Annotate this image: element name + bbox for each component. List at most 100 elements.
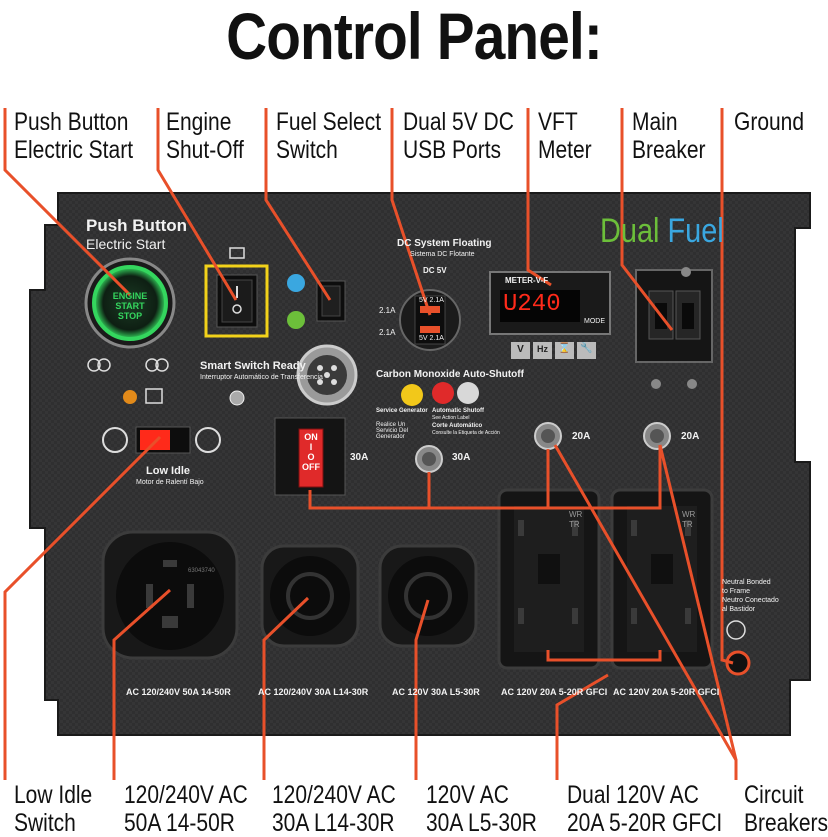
- smart-switch-connector: [296, 344, 358, 406]
- breaker-30a: [415, 445, 443, 473]
- breaker-20a-1: [534, 422, 562, 450]
- dual-fuel-logo: Dual Fuel: [600, 212, 724, 251]
- callout-l5-receptacle: 120V AC 30A L5-30R: [426, 781, 537, 837]
- gauge-icon-left: [102, 427, 128, 453]
- vft-meter: [489, 271, 611, 359]
- receptacle-50a-id: 63043740: [188, 568, 215, 574]
- low-idle-label-es: Motor de Ralentí Bajo: [136, 479, 204, 486]
- start-label-start: START: [115, 301, 145, 311]
- usb-port-1[interactable]: 5V 2.1A: [419, 297, 444, 304]
- dc-5v-label: DC 5V: [423, 266, 447, 275]
- meter-button-maintenance: [577, 342, 596, 359]
- co-service-icon: [401, 384, 423, 406]
- main-on-off-switch: [274, 417, 346, 496]
- screw: [651, 379, 661, 389]
- gfci-1-tr: TR: [569, 520, 580, 529]
- gfci-2-wr: WR: [682, 510, 696, 519]
- callout-vft-meter: VFT Meter: [538, 108, 592, 164]
- callout-circuit-breakers: Circuit Breakers: [744, 781, 828, 837]
- dc-system-label: DC System Floating: [397, 238, 492, 249]
- low-idle-switch: [135, 426, 191, 454]
- meter-button-volts-label[interactable]: V: [517, 344, 524, 355]
- receptacle-30a-l14-30r: [260, 544, 360, 648]
- gfci-2-tr: TR: [682, 520, 693, 529]
- ground-lug: [725, 650, 751, 676]
- co-service-label-es: Realice Un Servicio Del Generador: [376, 422, 409, 440]
- callout-ground: Ground: [734, 108, 805, 136]
- meter-mode-label: MODE: [584, 318, 605, 325]
- breaker-30a-label: 30A: [452, 452, 471, 463]
- callout-usb-ports: Dual 5V DC USB Ports: [403, 108, 514, 164]
- push-button-subtitle: Electric Start: [86, 236, 166, 252]
- dc-system-label-es: Sistema DC Flotante: [410, 251, 475, 258]
- page-title: Control Panel:: [226, 0, 603, 73]
- smart-switch-label: Smart Switch Ready: [200, 360, 306, 372]
- co-shutoff-title: Carbon Monoxide Auto-Shutoff: [376, 369, 524, 380]
- engine-shutoff-switch: [204, 264, 269, 338]
- callout-l14-receptacle: 120/240V AC 30A L14-30R: [272, 781, 396, 837]
- callout-push-button-start: Push Button Electric Start: [14, 108, 134, 164]
- co-shutoff-icon: [432, 382, 454, 404]
- callout-low-idle-switch: Low Idle Switch: [14, 781, 93, 837]
- leader-lines: [3, 108, 738, 780]
- label-l14-receptacle: AC 120/240V 30A L14-30R: [258, 687, 369, 697]
- co-auto-label: Automatic Shutoff: [432, 408, 484, 414]
- usb-amp-top: 2.1A: [379, 306, 396, 315]
- breaker-20a-2-label: 20A: [681, 431, 700, 442]
- key-icons: [87, 358, 169, 372]
- status-led: [123, 390, 137, 404]
- meter-reading: U240: [503, 291, 561, 318]
- gasoline-icon: [287, 311, 305, 329]
- gfci-1-wr: WR: [569, 510, 583, 519]
- transfer-switch-port: [229, 390, 245, 406]
- label-l5-receptacle: AC 120V 30A L5-30R: [392, 687, 480, 697]
- off-label: OFF: [302, 462, 320, 472]
- smart-switch-label-es: Interruptor Automático de Transferencia: [200, 374, 323, 381]
- breaker-20a-2: [643, 422, 671, 450]
- push-button-title: Push Button: [86, 216, 188, 235]
- off-symbol: O: [307, 452, 315, 462]
- ground-symbol: [726, 620, 746, 640]
- battery-icon: [145, 388, 163, 404]
- propane-icon: [287, 274, 305, 292]
- logo-dual: Dual: [600, 212, 660, 250]
- callout-50a-receptacle: 120/240V AC 50A 14-50R: [124, 781, 248, 837]
- main-breaker: [635, 269, 713, 363]
- usb-port-housing: [399, 289, 461, 351]
- label-50a-receptacle: AC 120/240V 50A 14-50R: [126, 687, 231, 697]
- logo-fuel: Fuel: [667, 212, 724, 250]
- meter-button-timer-label[interactable]: ⌛: [558, 343, 571, 354]
- receptacle-gfci-1: [497, 488, 601, 670]
- receptacle-50a-14-50r: [101, 530, 239, 660]
- meter-button-hz-label[interactable]: Hz: [537, 344, 548, 354]
- co-warning-icon: [457, 382, 479, 404]
- usb-port-2[interactable]: 5V 2.1A: [419, 335, 444, 342]
- co-service-label: Service Generator: [376, 408, 428, 414]
- co-cut-label-es: Consulte la Etiqueta de Acción: [432, 430, 500, 436]
- meter-brand: METER-V-F: [505, 276, 549, 285]
- on-off-switch-label[interactable]: ON I O OFF: [299, 432, 323, 472]
- label-gfci-2: AC 120V 20A 5-20R GFCI: [613, 687, 720, 697]
- co-cut-label: Corte Automático: [432, 423, 483, 429]
- on-label: ON: [304, 432, 318, 442]
- meter-button-volts: [511, 342, 530, 359]
- callout-gfci-receptacles: Dual 120V AC 20A 5-20R GFCI: [567, 781, 723, 837]
- meter-button-maintenance-label[interactable]: 🔧: [580, 343, 593, 354]
- start-stop-label[interactable]: ENGINE START STOP: [101, 291, 159, 321]
- switch-amp-label: 30A: [350, 452, 369, 463]
- callout-fuel-select-switch: Fuel Select Switch: [276, 108, 382, 164]
- meter-button-hz: [533, 342, 552, 359]
- ground-note: Neutral Bonded to Frame Neutro Conectado…: [722, 579, 779, 613]
- receptacle-gfci-2: [610, 488, 714, 670]
- callout-main-breaker: Main Breaker: [632, 108, 706, 164]
- gauge-icon-right: [195, 427, 221, 453]
- breaker-20a-1-label: 20A: [572, 431, 591, 442]
- screw: [681, 267, 691, 277]
- screw: [687, 379, 697, 389]
- battery-icon-top: [229, 247, 245, 259]
- start-label-stop: STOP: [117, 311, 143, 321]
- low-idle-label: Low Idle: [146, 465, 190, 477]
- on-symbol: I: [309, 442, 313, 452]
- receptacle-30a-l5-30r: [378, 544, 478, 648]
